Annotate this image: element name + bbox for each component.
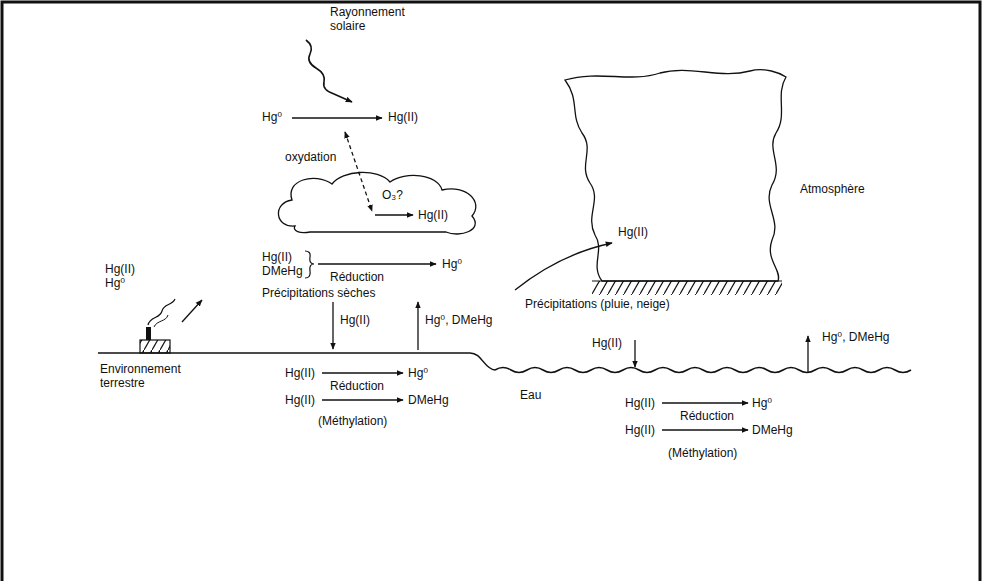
cloud-outline [560,65,790,283]
label-holder: Hg⁰ [442,257,462,271]
label-holder: Hg(II) [340,313,370,327]
diagram-label: Hg⁰ [442,257,462,271]
label-holder: Hg⁰ [262,110,282,124]
diagram-label: Hg(II) [625,423,655,437]
label-holder: Hg(II) [105,262,135,276]
diagram-label: Réduction [330,270,384,284]
label-holder: Rayonnement solaire [330,5,418,33]
label-holder: Hg⁰ [105,276,125,290]
diagram-label: Hg⁰ [408,366,428,380]
diagram-label: Hg⁰ [105,276,125,290]
label-holder: Hg(II) [285,366,315,380]
label-holder: oxydation [285,150,336,164]
diagram-label: Hg⁰, DMeHg [822,330,890,344]
label-holder: Eau [520,388,541,402]
chem-species: O₃? [382,188,403,202]
diagram-label: DMeHg [752,423,793,437]
deposition-arrow [332,302,333,349]
label-holder: (Méthylation) [668,446,737,460]
label-holder: Hg⁰ [752,396,772,410]
diagram-label: oxydation [285,150,336,164]
diagram-label: Eau [520,388,541,402]
label-holder: Hg⁰, DMeHg [822,330,890,344]
label-holder: DMeHg [262,264,303,278]
diagram-label: (Méthylation) [668,446,737,460]
reaction-arrow [322,399,403,400]
water-surface [495,368,911,373]
cloud-outline [278,172,475,234]
label-holder: Réduction [330,270,384,284]
diagram-label: Hg⁰, DMeHg [425,313,493,327]
deposition-arrow [634,340,635,367]
diagram-label: DMeHg [408,393,449,407]
diagram-label: Précipitations (pluie, neige) [525,297,670,311]
label-holder: Hg(II) [625,423,655,437]
diagram-label: Hg(II) [285,366,315,380]
emission-arrow [807,336,808,372]
sun-ray [306,40,352,102]
diagram-label: Environnement terrestre [100,362,181,390]
diagram-label: Réduction [330,379,384,393]
label-holder: (Méthylation) [318,414,387,428]
diagram-label: Rayonnement solaire [330,5,405,33]
emission-arrow [417,302,418,350]
emission-arrow [182,300,202,322]
label-holder: Hg(II) [285,393,315,407]
label-holder: Précipitations sèches [262,286,375,300]
diagram-label: Hg(II) [105,262,135,276]
label-holder: Environnement terrestre [100,362,195,390]
diagram-label: Hg(II) [285,393,315,407]
diagram-label: Réduction [680,409,734,423]
text-holder: Hg(II) [418,208,448,222]
label-holder: Réduction [330,379,384,393]
label-holder: DMeHg [408,393,449,407]
label-holder: Hg(II) [592,336,622,350]
chem-species: Hg(II) [618,225,648,239]
diagram-label: Précipitations sèches [262,286,375,300]
diagram-label: Hg(II) [625,396,655,410]
diagram-label: DMeHg [262,264,303,278]
reduction-arrow [318,263,436,264]
text-holder: O₃? [382,188,403,202]
chem-species: Hg(II) [418,208,448,222]
diagram-label: Hg(II) [262,250,292,264]
cloud-outline [270,168,485,238]
diagram-label: Atmosphère [800,182,865,196]
label-holder: Hg⁰, DMeHg [425,313,493,327]
diagram-label: Hg⁰ [262,110,282,124]
label-holder: Réduction [680,409,734,423]
diagram-label: Hg(II) [340,313,370,327]
label-holder: Précipitations (pluie, neige) [525,297,670,311]
brace [305,251,314,278]
diagram-label: Hg⁰ [752,396,772,410]
label-holder: Atmosphère [800,182,865,196]
label-holder: Hg(II) [625,396,655,410]
dashed-arrow [345,132,372,211]
label-holder: Hg(II) [388,110,418,124]
cloud: O₃? Hg(II) [270,168,485,238]
diagram-label: Hg(II) [388,110,418,124]
label-holder: Hg(II) [262,250,292,264]
diagram-label: (Méthylation) [318,414,387,428]
diagram-label: Hg(II) [592,336,622,350]
reaction-arrow [662,429,748,430]
factory [140,340,170,353]
chimney [146,327,151,340]
rain-hatching [592,281,782,295]
oxidation-arrow [292,117,382,118]
text-holder: Hg(II) [618,225,648,239]
cloud-arrow [375,214,413,215]
storm-cloud: Hg(II) [560,65,790,283]
smoke [154,315,168,327]
label-holder: Hg⁰ [408,366,428,380]
cloud-outline [565,70,786,281]
reaction-arrow [662,402,748,403]
reaction-arrow [322,372,403,373]
label-holder: DMeHg [752,423,793,437]
